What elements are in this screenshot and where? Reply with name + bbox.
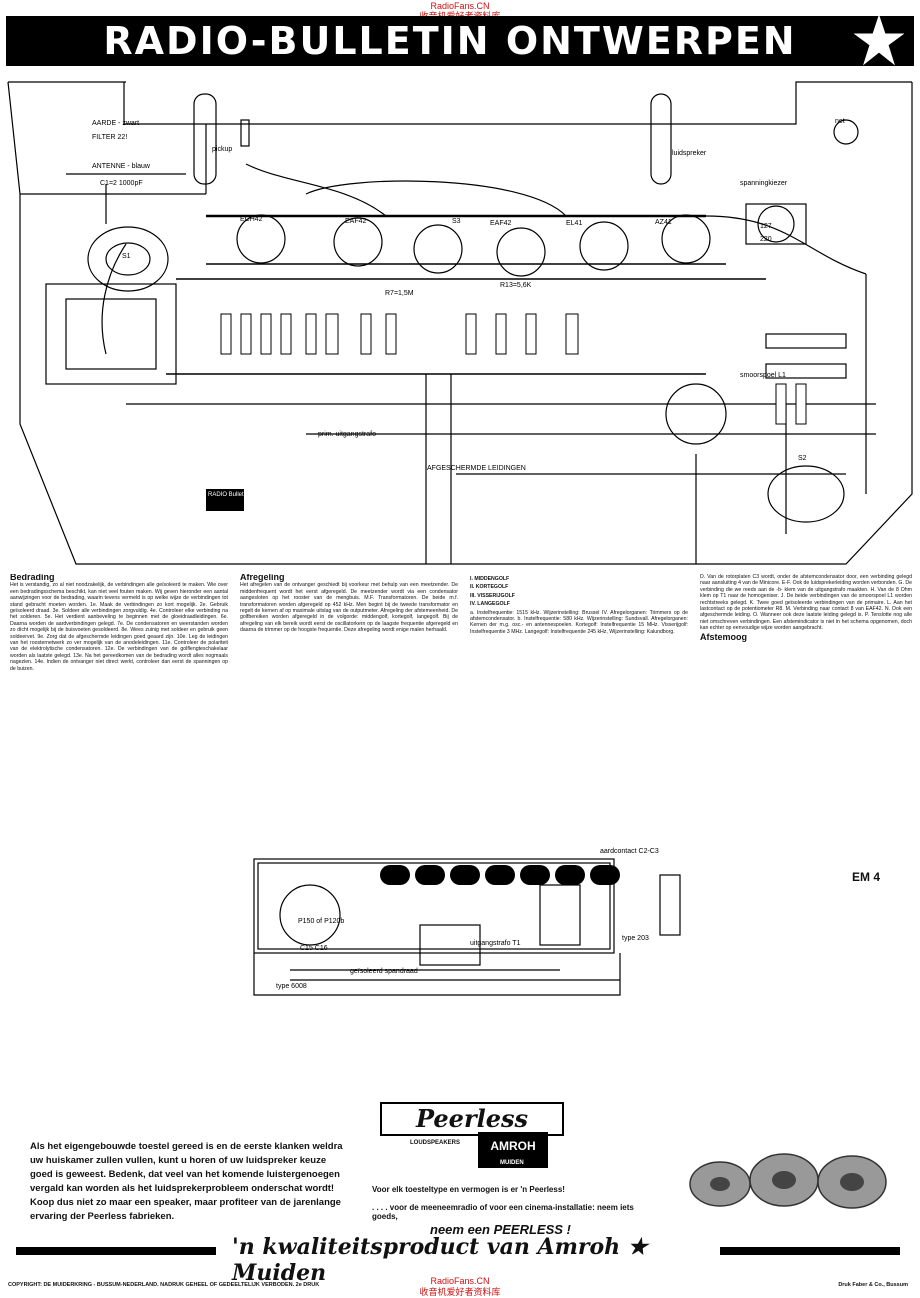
label-luidspreker: luidspreker	[672, 150, 707, 157]
watermark-top: RadioFans.CN	[430, 1, 490, 11]
label-127: 127	[760, 223, 772, 230]
layout-diagram	[253, 858, 681, 996]
afstemoog-heading: Afstemoog	[700, 631, 747, 642]
band-visserijgolf: III. VISSERIJGOLF	[470, 592, 515, 599]
star-icon	[854, 14, 904, 66]
amroh-muiden: MUIDEN	[500, 1160, 524, 1166]
tagline-bar-right	[720, 1247, 900, 1255]
label-uitgangstrafo: uitgangstrafo T1	[470, 940, 521, 947]
golfbereiken-text: a. Instelfrequentie: 1515 kHz. Wijzerins…	[470, 609, 688, 635]
column-bedrading: Bedrading Het is verstandig, zo al niet …	[10, 574, 228, 956]
speakers-illustration	[689, 1153, 887, 1209]
label-r13: R13=5,6K	[500, 282, 532, 289]
label-prim-uitgangstrafo: prim. uitgangstrafo	[318, 431, 376, 438]
page-title: RADIO-BULLETIN ONTWERPEN	[103, 19, 797, 63]
label-net: net	[835, 118, 845, 125]
radio-bulletin-badge: RADIO Bulletin	[208, 492, 249, 498]
label-spanningkiezer: spanningkiezer	[740, 180, 788, 187]
label-spandraad: geïsoleerd spandraad	[350, 968, 418, 975]
label-s1: S1	[122, 253, 131, 260]
label-p150: P150 of P120b	[298, 918, 345, 925]
label-s2: S2	[798, 455, 807, 462]
watermark-bottom-cn: 收音机爱好者资料库	[419, 1287, 501, 1297]
label-ech42: ECH42	[240, 216, 263, 223]
band-kortegolf: II. KORTEGOLF	[470, 584, 509, 591]
peerless-logo: Peerless	[380, 1102, 564, 1136]
label-el41: EL41	[566, 220, 583, 227]
verbindingen-text: D. Van de rotorplaten C3 wordt, onder de…	[700, 574, 912, 632]
band-langegolf: IV. LANGEGOLF	[470, 601, 510, 608]
label-eaf42-1: EAF42	[345, 218, 367, 225]
printer-footer: Druk Faber & Co., Bussum	[838, 1282, 908, 1288]
ad-line-2: . . . . voor de meeneemradio of voor een…	[372, 1203, 634, 1221]
ad-slogan: neem een PEERLESS !	[430, 1222, 571, 1237]
label-type203: type 203	[622, 935, 649, 942]
label-az41: AZ41	[655, 219, 672, 226]
peerless-ad-text: Als het eigengebouwde toestel gereed is …	[30, 1141, 343, 1222]
tagline-bar-left	[16, 1247, 216, 1255]
label-smoorspoel: smoorspoel L1	[740, 372, 786, 379]
column-afregeling: Afregeling Het afregelen van de ontvange…	[240, 574, 458, 774]
watermark-bottom: RadioFans.CN	[430, 1276, 490, 1286]
title-banner	[6, 16, 914, 66]
label-pickup: pickup	[212, 146, 233, 153]
label-antenne: ANTENNE - blauw	[92, 163, 150, 170]
label-type6008: type 6008	[276, 983, 307, 990]
column-afstemoog: D. Van de rotorplaten C3 wordt, onder de…	[700, 574, 912, 814]
amroh-logo: AMROH	[478, 1132, 548, 1168]
bedrading-text: Het is verstandig, zo al niet noodzakeli…	[10, 582, 228, 672]
label-c1: C1=2 1000pF	[100, 180, 143, 187]
label-r7: R7=1,5M	[385, 290, 414, 297]
band-middengolf: I. MIDDENGOLF	[470, 576, 510, 582]
label-s3: S3	[452, 218, 461, 225]
copyright-footer: COPYRIGHT: DE MUIDERKRING - BUSSUM-NEDER…	[8, 1282, 320, 1288]
column-golfbereiken: I. MIDDENGOLF II. KORTEGOLF III. VISSERI…	[470, 574, 688, 774]
bedrading-heading: Bedrading	[10, 574, 55, 582]
label-eaf42-2: EAF42	[490, 220, 512, 227]
label-aardcontact: aardcontact C2-C3	[600, 848, 659, 855]
afregeling-heading: Afregeling	[240, 574, 285, 582]
label-afgeschermde-leidingen: AFGESCHERMDE LEIDINGEN	[427, 465, 526, 472]
afregeling-text: Het afregelen van de ontvanger geschiedt…	[240, 582, 458, 634]
label-em4: EM 4	[852, 870, 881, 884]
amroh-tagline: 'n kwaliteitsproduct van Amroh ★ Muiden	[232, 1234, 648, 1286]
label-aarde: AARDE - zwart	[92, 120, 140, 127]
peerless-loudspeakers: LOUDSPEAKERS	[410, 1140, 461, 1146]
wiring-diagram	[7, 81, 913, 565]
label-220: 220	[760, 236, 772, 243]
label-filter: FILTER 22!	[92, 134, 128, 141]
label-c15-c16: C15 C16	[300, 945, 328, 952]
ad-line-1: Voor elk toesteltype en vermogen is er '…	[372, 1185, 565, 1194]
